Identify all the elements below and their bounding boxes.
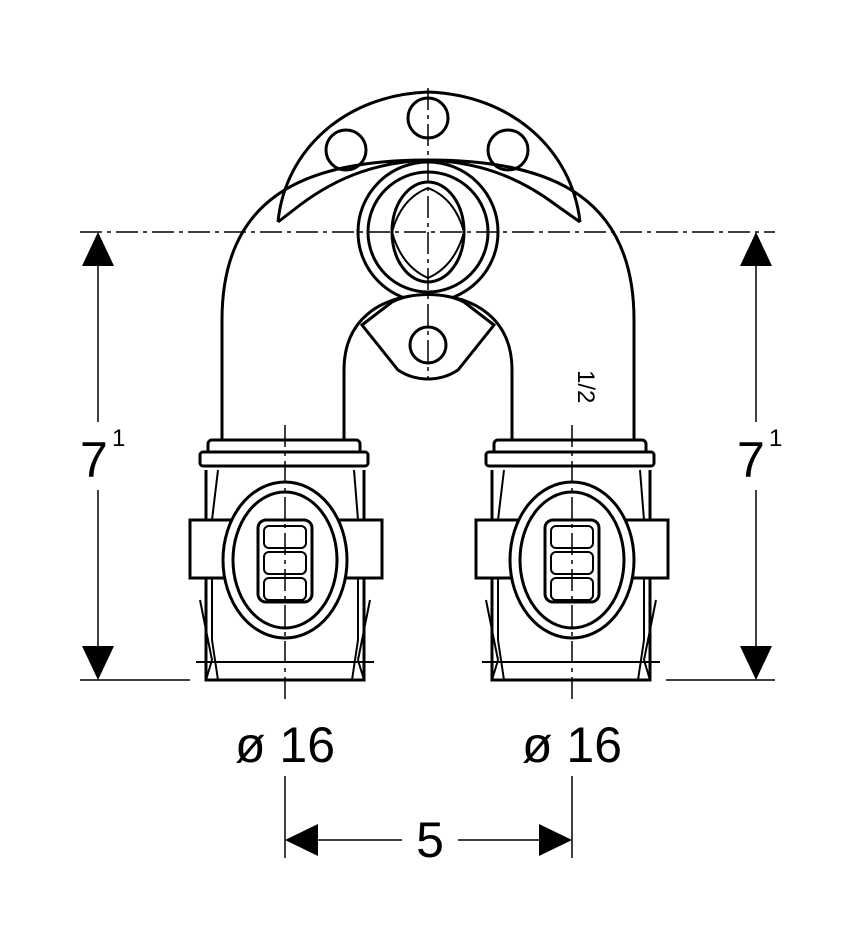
arrow-down-right — [740, 646, 772, 680]
left-press-fitting — [188, 438, 384, 682]
height-label-left-sup: 1 — [112, 425, 125, 452]
mounting-flange — [276, 90, 582, 224]
diameter-label-left: ø 16 — [235, 717, 335, 773]
arrow-down-left — [82, 646, 114, 680]
thread-size-label: 1/2 — [572, 370, 599, 403]
arrow-up-right — [740, 232, 772, 266]
arrow-right-spacing — [539, 824, 572, 856]
arrow-up-left — [82, 232, 114, 266]
spacing-label: 5 — [416, 812, 444, 868]
height-label-left: 7 — [80, 432, 108, 488]
arrow-left-spacing — [285, 824, 318, 856]
diameter-label-right: ø 16 — [522, 717, 622, 773]
dimension-lines — [80, 262, 775, 858]
right-press-fitting — [474, 438, 670, 682]
height-label-right-sup: 1 — [769, 425, 782, 452]
centerlines — [80, 88, 775, 700]
height-label-right: 7 — [737, 432, 765, 488]
dimension-arrows — [82, 232, 772, 856]
